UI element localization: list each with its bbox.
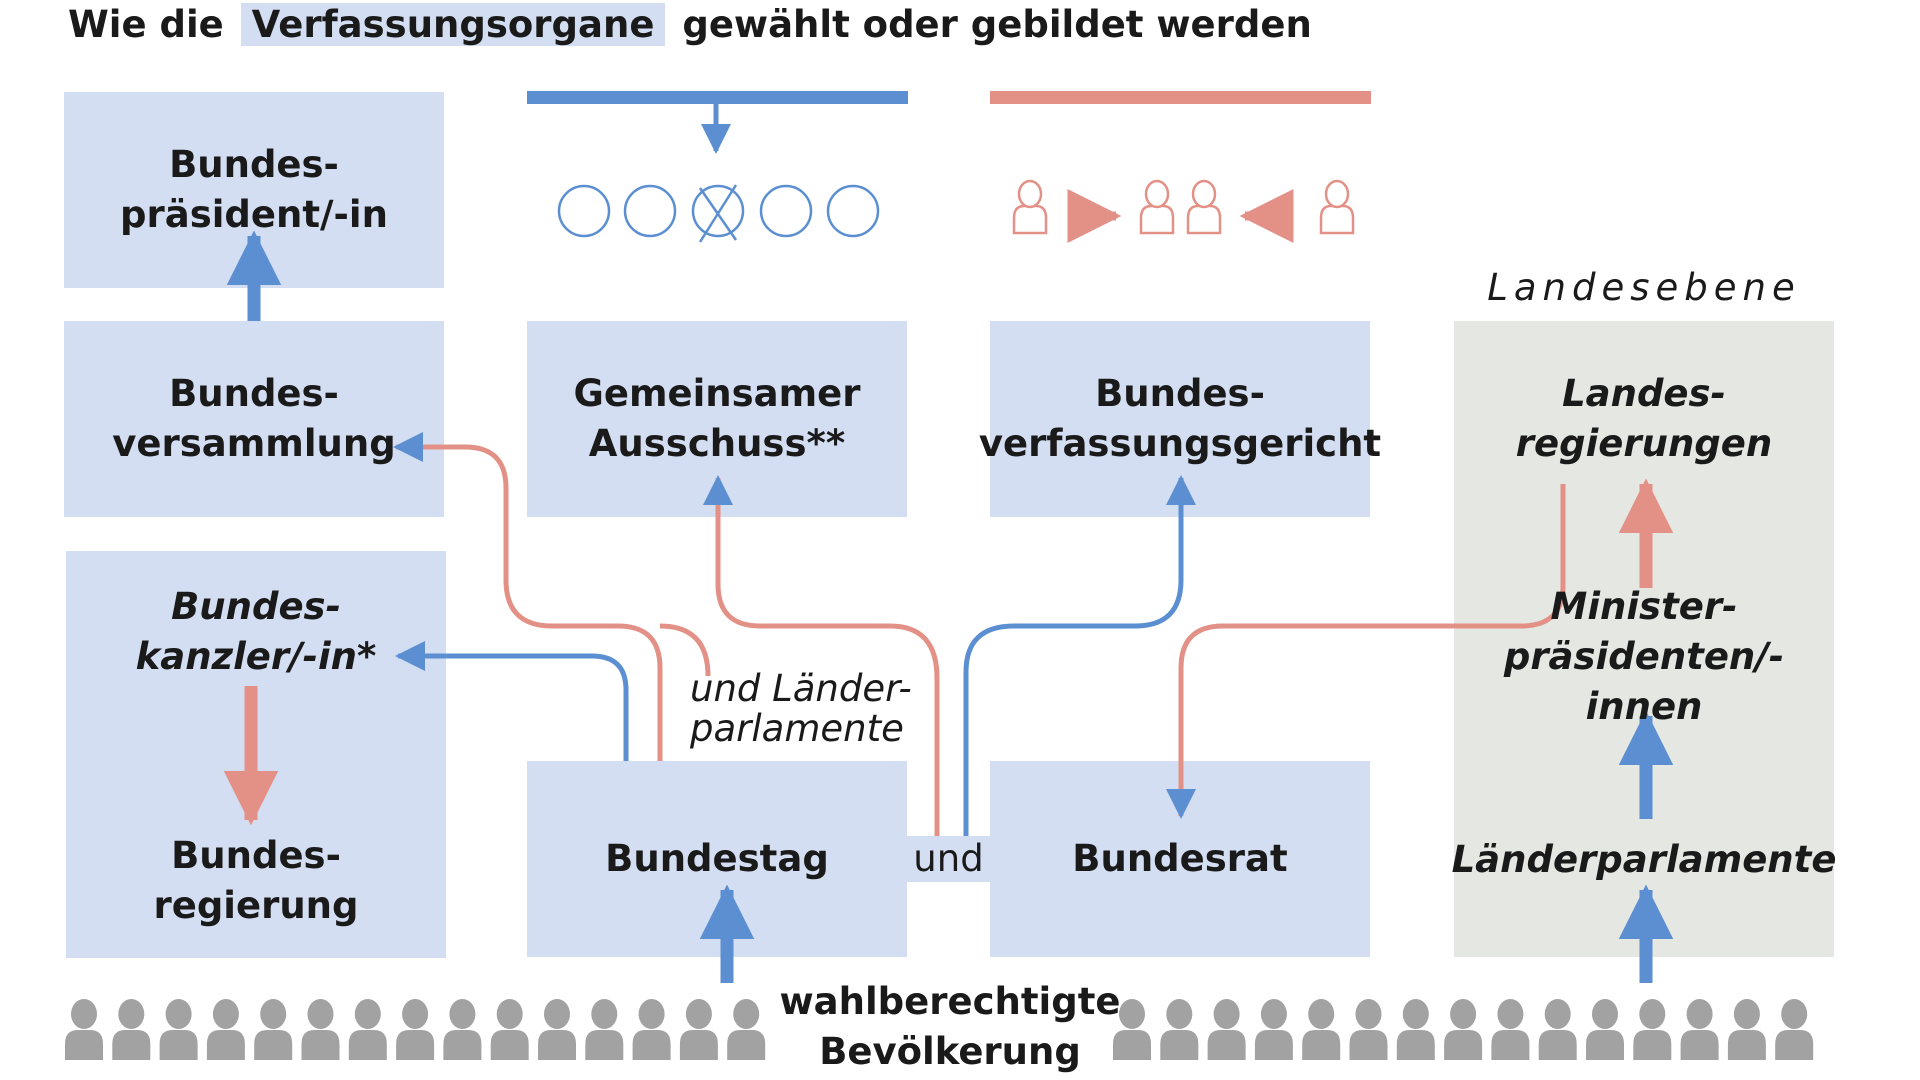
population-icons	[65, 999, 1814, 1060]
person-icon	[1254, 999, 1293, 1060]
person-icon	[1349, 999, 1388, 1060]
person-icon	[1160, 999, 1199, 1060]
form-people-icon	[1012, 179, 1355, 235]
person-icon	[632, 999, 671, 1060]
arrow-laender-versammlung	[659, 623, 711, 677]
arrow-bundestag-versammlung	[393, 432, 663, 761]
und-connector: und	[907, 836, 990, 882]
person-icon	[1538, 999, 1577, 1060]
person-icon	[301, 999, 340, 1060]
person-icon	[254, 999, 293, 1060]
person-icon	[1444, 999, 1483, 1060]
person-icon	[443, 999, 482, 1060]
und-laenderparlamente-label: und Länder- parlamente	[690, 667, 912, 750]
state-level-label: Landesebene	[1487, 266, 1801, 309]
person-icon	[538, 999, 576, 1060]
person-icon	[1633, 999, 1672, 1060]
person-icon	[396, 999, 435, 1060]
person-icon	[1680, 999, 1719, 1060]
legend-elect-bar	[527, 91, 908, 104]
box-bundesversammlung: Bundes-versammlung	[64, 321, 444, 517]
ballot-icon	[557, 184, 880, 243]
person-icon	[585, 999, 624, 1060]
arrow-landesregierungen-bundesrat	[1166, 484, 1566, 819]
person-icon	[1586, 999, 1624, 1060]
page-title: Wie die Verfassungsorgane gewählt oder g…	[68, 2, 1312, 48]
title-suffix: gewählt oder gebildet werden	[682, 3, 1312, 46]
person-icon	[348, 999, 387, 1060]
person-icon	[1207, 999, 1246, 1060]
person-icon	[1113, 999, 1151, 1060]
box-bundesregierung: Bundes-regierung	[153, 834, 359, 927]
arrow-bundesrat-verfassungsgericht	[963, 475, 1196, 836]
person-icon	[206, 999, 245, 1060]
box-ministerpraesidenten: Minister-präsidenten/-innen	[1503, 585, 1785, 728]
box-landesregierungen: Landes-regierungen	[1515, 372, 1773, 465]
person-icon	[1727, 999, 1766, 1060]
person-icon	[65, 999, 103, 1060]
title-highlight: Verfassungsorgane	[240, 3, 666, 46]
person-icon	[1396, 999, 1435, 1060]
person-icon	[490, 999, 529, 1060]
person-icon	[112, 999, 151, 1060]
person-icon	[1775, 999, 1814, 1060]
legend-form-bar	[990, 91, 1371, 104]
title-prefix: Wie die	[68, 3, 224, 46]
arrow-bundestag-ausschuss	[703, 475, 940, 836]
arrow-bundestag-kanzler	[395, 641, 629, 761]
person-icon	[1302, 999, 1341, 1060]
person-icon	[1491, 999, 1530, 1060]
box-bundeskanzler: Bundes-kanzler/-in*	[135, 585, 377, 678]
person-icon	[159, 999, 198, 1060]
box-laenderparlamente: Länderparlamente	[1451, 838, 1837, 881]
state-level-panel	[1454, 321, 1834, 957]
person-icon	[679, 999, 718, 1060]
person-icon	[727, 999, 766, 1060]
